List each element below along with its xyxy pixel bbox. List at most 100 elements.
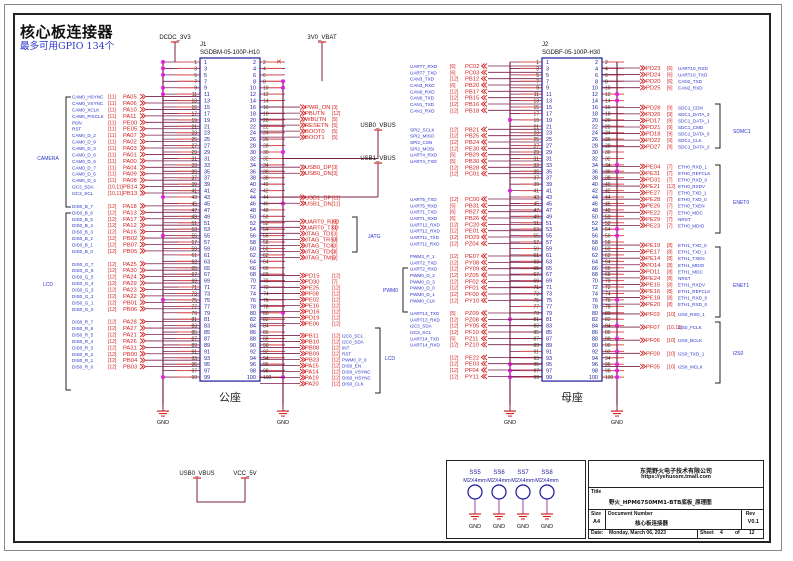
net-port-icon bbox=[480, 208, 488, 215]
pin-label: 8 bbox=[605, 79, 608, 85]
pin-label: 65 bbox=[191, 266, 197, 272]
pin-number: 24 bbox=[250, 131, 256, 137]
net-name: PB28 bbox=[465, 165, 479, 171]
pin-label: 40 bbox=[263, 182, 269, 188]
pin-number: 28 bbox=[592, 144, 598, 150]
pin-label: 63 bbox=[191, 259, 197, 265]
signal-name: UART13_TXD bbox=[410, 311, 440, 316]
net-port-icon bbox=[299, 362, 307, 369]
pin-number: 13 bbox=[204, 99, 210, 105]
sheet-ref: [12] bbox=[332, 309, 341, 315]
net-port-icon bbox=[480, 126, 488, 133]
sheet-ref: [11] bbox=[332, 195, 341, 201]
sheet-ref: [12] bbox=[108, 300, 117, 306]
j1-gnd-left-label: GND bbox=[157, 420, 169, 426]
pin-label: 82 bbox=[605, 317, 611, 323]
net-port-icon bbox=[299, 302, 307, 309]
pin-label: 28 bbox=[605, 144, 611, 150]
pin-label: 62 bbox=[263, 253, 269, 259]
net-name: PB20 bbox=[465, 83, 479, 89]
pin-number: 38 bbox=[250, 176, 256, 182]
pin-number: 50 bbox=[250, 214, 256, 220]
pin-label: 56 bbox=[263, 234, 269, 240]
sheet-total: 12 bbox=[749, 530, 755, 536]
pin-number: 15 bbox=[546, 105, 552, 111]
group-label-lcd-right: LCD bbox=[385, 356, 395, 362]
sheet-ref: [12] bbox=[332, 316, 341, 322]
net-port-icon bbox=[299, 236, 307, 243]
signal-name: UART1_RXD bbox=[410, 216, 438, 221]
pin-number: 42 bbox=[250, 189, 256, 195]
sheet-ref: [12] bbox=[332, 297, 341, 303]
sheet-label: Sheet bbox=[700, 530, 714, 536]
sheet-ref: [12] bbox=[332, 111, 341, 117]
pin-number: 57 bbox=[204, 240, 210, 246]
signal-name: DIS0_G_3 bbox=[72, 287, 94, 292]
pin-label: 36 bbox=[605, 169, 611, 175]
net-name: PB18 bbox=[465, 108, 479, 114]
signal-name: ETH1_TXD_0 bbox=[678, 243, 707, 248]
pin-label: 22 bbox=[605, 124, 611, 130]
sheet-ref: [8] bbox=[667, 296, 673, 302]
junction-dot bbox=[615, 92, 619, 97]
net-name: PB25 bbox=[465, 134, 479, 140]
pin-label: 34 bbox=[605, 163, 611, 169]
junction-dot bbox=[161, 60, 165, 64]
net-port-icon bbox=[639, 281, 647, 288]
signal-name: CAN0_TXD bbox=[410, 96, 435, 101]
pin-number: 4 bbox=[595, 66, 598, 72]
pin-label: 72 bbox=[263, 285, 269, 291]
net-port-icon bbox=[139, 100, 147, 106]
pin-label: 58 bbox=[605, 240, 611, 246]
net-port-icon bbox=[139, 158, 147, 164]
signal-name: CAN2_RXD bbox=[678, 86, 703, 91]
sheet-ref: [12] bbox=[450, 140, 459, 146]
pin-label: 9 bbox=[536, 86, 539, 92]
pin-number: 54 bbox=[250, 227, 256, 233]
pin-label: 94 bbox=[263, 356, 269, 362]
pin-label: 25 bbox=[533, 137, 539, 143]
net-port-icon bbox=[299, 314, 307, 321]
net-name: PZ11 bbox=[465, 336, 478, 342]
net-name: PB17 bbox=[465, 89, 479, 95]
pin-number: 36 bbox=[592, 169, 598, 175]
net-port-icon bbox=[139, 132, 147, 139]
pin-label: 52 bbox=[263, 221, 269, 227]
signal-name: I2S0_TXD_1 bbox=[678, 351, 705, 356]
sheet-ref: [3] bbox=[332, 255, 338, 261]
net-name: PF08 bbox=[305, 291, 319, 297]
net-name: PC00 bbox=[465, 197, 480, 203]
pin-label: 12 bbox=[605, 92, 611, 98]
net-port-icon bbox=[480, 69, 488, 76]
sheet-ref: [12] bbox=[450, 298, 459, 304]
pin-label: 49 bbox=[533, 214, 539, 220]
net-port-icon bbox=[299, 272, 307, 279]
sheet-ref: [12] bbox=[450, 241, 459, 247]
signal-name: ETH1_RXD_0 bbox=[678, 296, 708, 301]
net-name: PB26 bbox=[465, 216, 479, 222]
pin-label: 16 bbox=[605, 105, 611, 111]
net-port-icon bbox=[480, 316, 488, 323]
pin-number: 45 bbox=[204, 201, 210, 207]
pin-number: 12 bbox=[250, 92, 256, 98]
sheet-ref: [12] bbox=[332, 322, 341, 328]
pin-label: 92 bbox=[263, 349, 269, 355]
pin-number: 31 bbox=[204, 156, 210, 162]
pin-number: 91 bbox=[204, 349, 210, 355]
pin-number: 51 bbox=[546, 221, 552, 227]
pin-number: 98 bbox=[250, 369, 256, 375]
group-label-enet1: ENET1 bbox=[733, 283, 749, 289]
net-name: PZ10 bbox=[465, 343, 479, 349]
page-border bbox=[4, 4, 782, 551]
pin-label: 31 bbox=[533, 156, 539, 162]
sheet-ref: [11] bbox=[108, 133, 117, 139]
pin-label: 18 bbox=[263, 111, 269, 117]
net-port-icon bbox=[299, 128, 307, 134]
net-name: PA16 bbox=[123, 230, 137, 236]
sheet-ref: [9] bbox=[667, 105, 673, 111]
net-port-icon bbox=[139, 119, 147, 126]
sheet-ref: [12] bbox=[108, 294, 117, 300]
sheet-ref: [12] bbox=[332, 370, 341, 376]
signal-name: SPI2_CSN bbox=[410, 140, 432, 145]
sheet-ref: [9] bbox=[667, 132, 673, 138]
